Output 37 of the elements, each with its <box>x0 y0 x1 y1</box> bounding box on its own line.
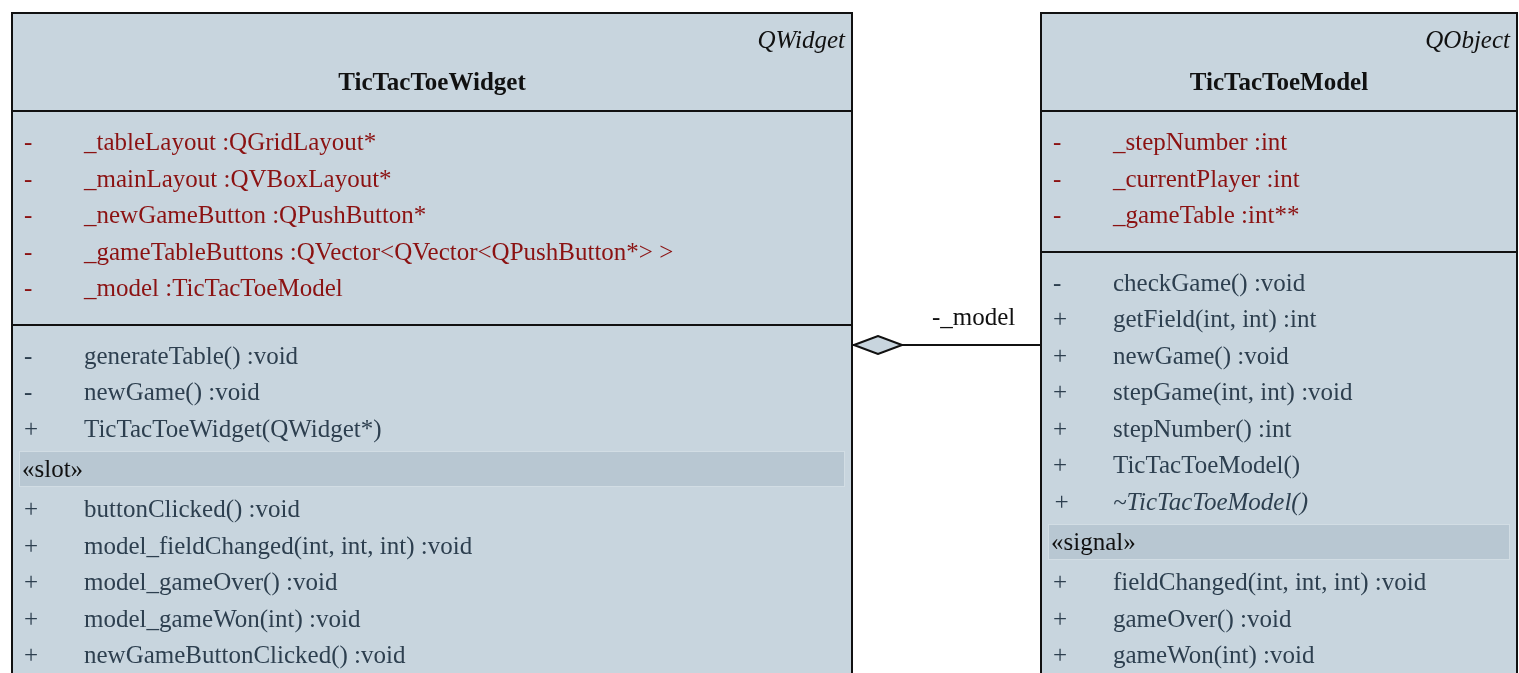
operation-text: + stepGame(int, int) :void <box>1052 377 1354 408</box>
attribute-text: - _currentPlayer :int <box>1052 163 1301 194</box>
stereotype-label: QObject <box>1425 26 1510 54</box>
aggregation-connector <box>852 335 1041 355</box>
operation-text: + TicTacToeWidget(QWidget*) <box>23 413 383 445</box>
stereotype-label: «slot» <box>22 455 84 483</box>
operation-text: + TicTacToeModel() <box>1052 450 1302 481</box>
operation-text: + gameOver() :void <box>1052 603 1293 635</box>
class-box <box>1040 12 1518 673</box>
class-name: TicTacToeWidget <box>337 68 527 96</box>
stereotype-band <box>1048 524 1510 560</box>
operation-text: + ~TicTacToeModel() <box>1052 486 1310 518</box>
operation-text: + newGame() :void <box>1052 340 1290 372</box>
attribute-text: - _gameTable :int** <box>1052 200 1301 230</box>
class-box <box>11 12 853 673</box>
stereotype-label: «signal» <box>1051 528 1136 556</box>
operation-text: - generateTable() :void <box>23 340 300 372</box>
operation-text: - checkGame() :void <box>1052 267 1307 299</box>
operation-text: - newGame() :void <box>23 377 261 408</box>
attribute-text: - _model :TicTacToeModel <box>23 273 344 303</box>
attribute-text: - _gameTableButtons :QVector<QVector<QPushButton*> > <box>23 236 675 267</box>
operation-text: + gameWon(int) :void <box>1052 640 1316 671</box>
operation-text: + getField(int, int) :int <box>1052 304 1318 335</box>
operation-text: + fieldChanged(int, int, int) :void <box>1052 567 1428 598</box>
attribute-text: - _stepNumber :int <box>1052 127 1289 157</box>
operation-text: + buttonClicked() :void <box>23 494 301 524</box>
attribute-text: - _tableLayout :QGridLayout* <box>23 127 378 157</box>
attribute-text: - _newGameButton :QPushButton* <box>23 200 428 230</box>
operation-text: + model_gameWon(int) :void <box>23 603 362 635</box>
operation-text: + newGameButtonClicked() :void <box>23 640 407 671</box>
attribute-text: - _mainLayout :QVBoxLayout* <box>23 163 393 194</box>
operation-text: + stepNumber() :int <box>1052 413 1293 445</box>
stereotype-label: QWidget <box>757 26 845 54</box>
operation-text: + model_fieldChanged(int, int, int) :void <box>23 530 474 562</box>
operation-text: + model_gameOver() :void <box>23 567 339 598</box>
class-name: TicTacToeModel <box>1188 68 1370 96</box>
stereotype-band <box>19 451 845 487</box>
